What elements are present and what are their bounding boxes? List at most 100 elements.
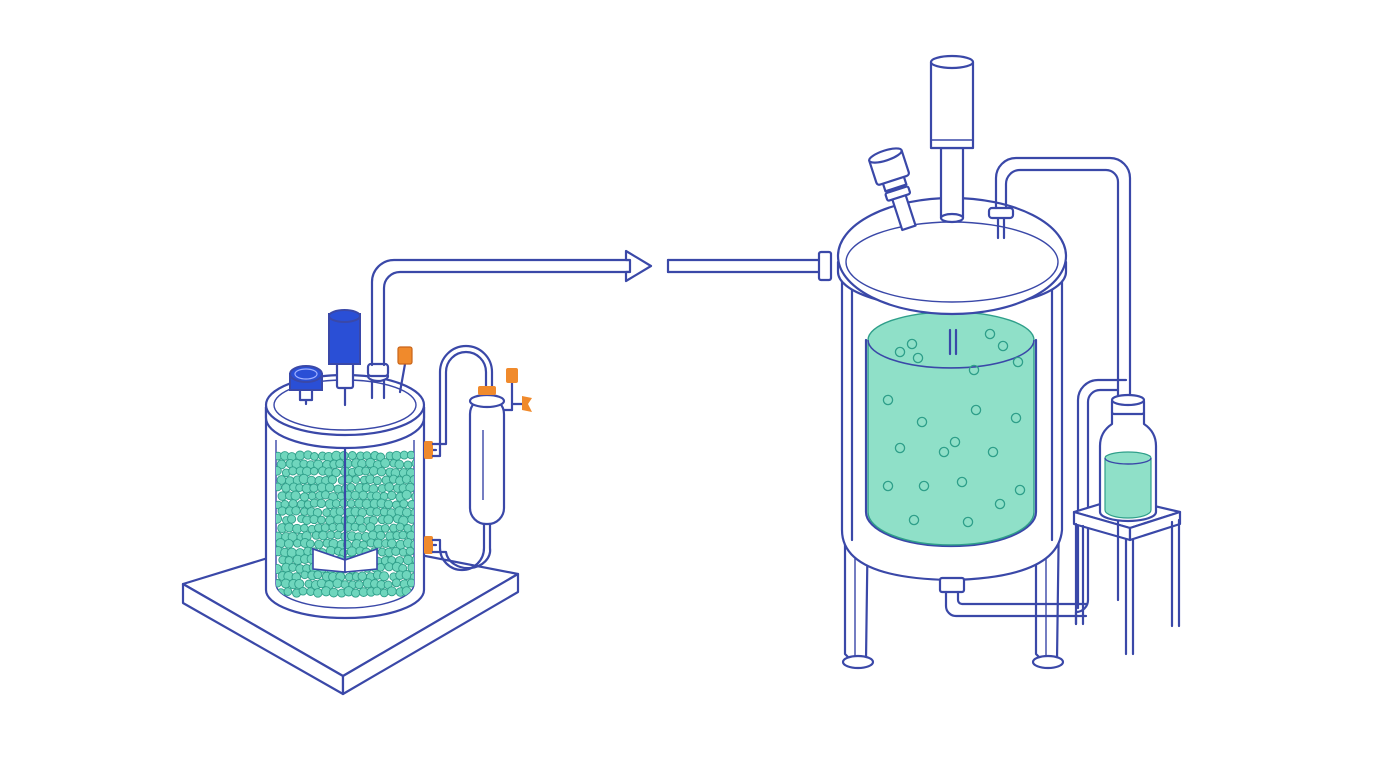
fermenter-motor-icon (929, 54, 975, 224)
production-fermenter (836, 54, 1132, 670)
bubble (918, 480, 930, 492)
bubble (968, 364, 980, 376)
bead (407, 514, 414, 524)
bead (324, 482, 335, 493)
bead (313, 570, 323, 580)
bead (276, 513, 283, 524)
bead (287, 514, 297, 524)
seed-motor-icon (328, 309, 361, 407)
bead (398, 530, 408, 540)
bead (406, 578, 414, 588)
bead (403, 460, 413, 470)
bead (357, 523, 367, 533)
bead (335, 506, 345, 517)
bead (410, 508, 414, 518)
bead (346, 482, 356, 492)
bead (309, 514, 319, 525)
bead (314, 539, 324, 549)
bead (316, 578, 327, 589)
bead (281, 483, 291, 493)
bead (380, 458, 391, 469)
bead (372, 476, 382, 486)
side-ports (422, 441, 438, 554)
bead (365, 522, 376, 532)
bead (379, 571, 390, 582)
bead (376, 466, 387, 477)
bubble (1014, 484, 1026, 496)
bead (346, 499, 356, 508)
bead (354, 580, 364, 590)
bead (306, 587, 315, 596)
bead (394, 459, 405, 470)
bead (300, 523, 309, 533)
bead (368, 466, 379, 476)
bead (295, 450, 305, 461)
bead (332, 578, 343, 589)
bubble (916, 416, 928, 428)
bubble (994, 498, 1006, 510)
culture-liquid (867, 311, 1035, 546)
bead (313, 588, 323, 598)
bubble (984, 328, 996, 340)
bead (347, 451, 357, 460)
bead (320, 523, 330, 533)
bead (391, 450, 402, 461)
bead (291, 506, 301, 516)
bead (387, 490, 397, 501)
transfer-line (370, 249, 833, 367)
bubble (882, 394, 894, 406)
bead (294, 578, 305, 590)
fermenter-lid (836, 196, 1068, 316)
bead (283, 538, 294, 549)
bubble (938, 446, 950, 458)
bead (386, 586, 397, 597)
bead (306, 475, 317, 486)
bead (401, 474, 412, 484)
cell-beads (276, 450, 414, 598)
bead (339, 498, 349, 508)
probe-icon (868, 147, 917, 232)
bead (376, 562, 385, 572)
bubble (894, 346, 906, 358)
bubble (987, 446, 999, 458)
bead (300, 570, 309, 580)
bead (298, 586, 308, 596)
bead (410, 540, 414, 550)
bead (372, 586, 382, 596)
bubble (962, 516, 974, 528)
bead (316, 498, 326, 509)
seed-bioreactor (181, 309, 532, 696)
arrow-right-icon (624, 249, 653, 283)
bead (317, 515, 326, 525)
bead (383, 499, 394, 509)
feed-station (1072, 393, 1182, 656)
bead (346, 546, 358, 557)
bubble (956, 476, 968, 488)
bubble (912, 352, 924, 364)
lid-port (987, 206, 1015, 240)
bead (401, 570, 412, 580)
bead (309, 466, 319, 476)
bubble (970, 404, 982, 416)
bead (407, 562, 414, 573)
bead (406, 450, 414, 460)
bead (350, 490, 360, 501)
recirculation-loop (431, 344, 494, 572)
bead (309, 483, 319, 493)
bead (276, 466, 282, 476)
bead (318, 530, 328, 541)
feed-line (994, 156, 1132, 402)
bead (331, 499, 341, 508)
bead (376, 530, 386, 541)
bubble (949, 436, 961, 448)
bead (391, 578, 401, 588)
bead (379, 588, 389, 598)
bead (328, 587, 339, 598)
bead (409, 475, 414, 485)
bead (372, 507, 382, 517)
bead (322, 508, 331, 517)
bead (310, 452, 319, 461)
bubbles (882, 328, 1026, 528)
bubble (1010, 412, 1022, 424)
